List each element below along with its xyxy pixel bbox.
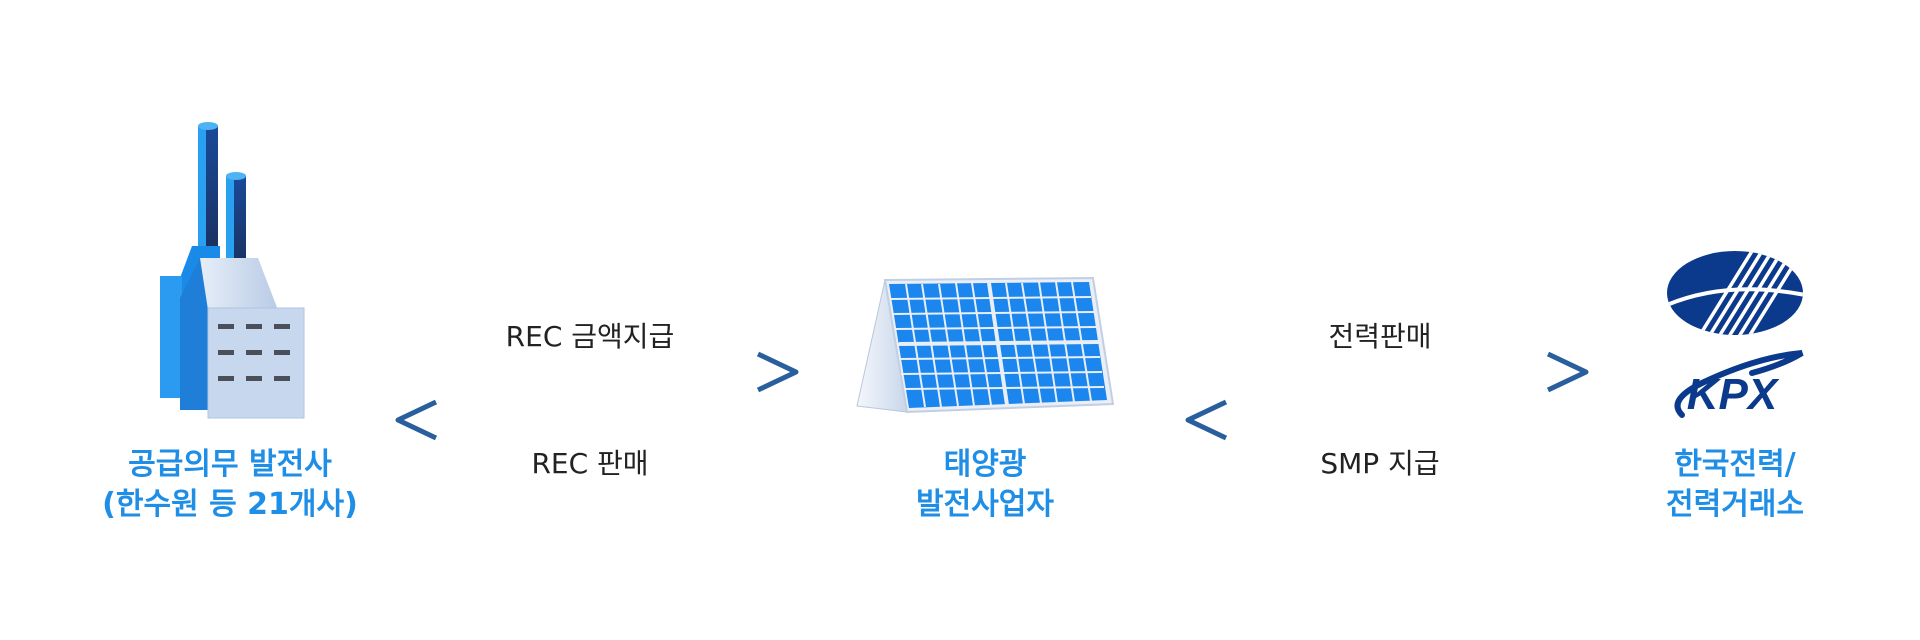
supplier-label-line2: (한수원 등 21개사) — [102, 487, 358, 522]
arrow-rec-sale — [395, 399, 796, 441]
supplier-label: 공급의무 발전사 (한수원 등 21개사) — [80, 445, 380, 525]
kpx-emblem-icon — [1667, 251, 1803, 335]
solar-panel-icon — [856, 276, 1115, 414]
solar-label-line1: 태양광 — [943, 447, 1027, 482]
factory-icon — [160, 122, 305, 419]
smp-payment-label: SMP 지급 — [1320, 447, 1440, 480]
power-sale-label: 전력판매 — [1328, 320, 1432, 353]
arrow-rec-payment — [398, 351, 799, 393]
rec-payment-label: REC 금액지급 — [505, 320, 675, 353]
solar-label: 태양광 발전사업자 — [835, 445, 1135, 525]
kpx-label-line2: 전력거래소 — [1666, 487, 1804, 522]
rec-sale-label: REC 판매 — [531, 447, 649, 480]
supplier-label-line1: 공급의무 발전사 — [128, 447, 332, 482]
kpx-logo-icon: KPX — [1674, 350, 1804, 419]
arrow-smp-payment — [1185, 399, 1586, 441]
solar-label-line2: 발전사업자 — [916, 487, 1054, 522]
kpx-label: 한국전력/ 전력거래소 — [1585, 445, 1885, 525]
kpx-label-line1: 한국전력/ — [1674, 447, 1796, 482]
kpx-logo-text: KPX — [1687, 370, 1780, 419]
arrow-power-sale — [1188, 351, 1589, 393]
